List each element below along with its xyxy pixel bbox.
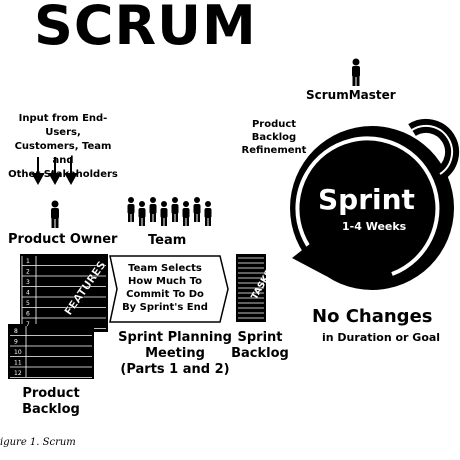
pb-line-1: Product <box>22 386 80 401</box>
spm-line-1: Sprint Planning <box>118 330 232 345</box>
scrummaster-label: ScrumMaster <box>306 88 396 102</box>
sb-line-1: Sprint <box>237 330 283 345</box>
commit-line-1: Team Selects <box>128 263 202 274</box>
spm-line-3: (Parts 1 and 2) <box>120 362 230 377</box>
pb-line-2: Backlog <box>22 402 80 417</box>
sprint-planning-label: Sprint Planning Meeting (Parts 1 and 2) <box>110 330 240 378</box>
refinement-line-1: Product <box>251 119 297 130</box>
team-member-icon <box>160 201 168 226</box>
commit-line-2: How Much To <box>128 276 202 287</box>
input-line-2: Customers, Team and <box>14 141 112 166</box>
product-owner-person-icon <box>51 200 59 228</box>
sprint-duration: 1-4 Weeks <box>342 220 407 233</box>
input-line-3: Other Stakeholders <box>8 169 118 180</box>
no-changes-subtitle: in Duration or Goal <box>322 331 441 344</box>
commit-line-4: By Sprint's End <box>122 302 208 313</box>
product-backlog-label: Product Backlog <box>10 386 92 418</box>
team-member-icon <box>193 197 201 222</box>
product-owner-label: Product Owner <box>8 232 118 247</box>
team-member-icon <box>138 201 146 226</box>
team-people-icons <box>127 197 212 226</box>
figure-caption: igure 1. Scrum <box>0 437 76 448</box>
spm-line-2: Meeting <box>145 346 205 361</box>
team-member-icon <box>171 197 179 222</box>
sprint-backlog-label: Sprint Backlog <box>230 330 290 362</box>
refinement-line-3: Refinement <box>241 145 307 156</box>
team-member-icon <box>149 197 157 222</box>
sprint-backlog-stack <box>236 254 266 322</box>
page-title: SCRUM <box>34 0 257 57</box>
sb-line-2: Backlog <box>231 346 289 361</box>
team-label: Team <box>148 233 187 248</box>
refinement-line-2: Backlog <box>251 132 297 143</box>
scrummaster-person-icon <box>352 58 360 86</box>
team-member-icon <box>127 197 135 222</box>
stakeholder-input-text: Input from End-Users, Customers, Team an… <box>4 112 122 182</box>
sprint-planning-arrow-box <box>109 255 229 323</box>
team-member-icon <box>182 201 190 226</box>
team-member-icon <box>204 201 212 226</box>
commit-text: Team Selects How Much To Commit To Do By… <box>114 262 216 314</box>
input-arrows <box>31 157 78 186</box>
no-changes-title: No Changes <box>312 306 433 327</box>
sprint-cycle <box>290 118 460 290</box>
input-line-1: Input from End-Users, <box>18 113 108 138</box>
product-backlog-stack <box>8 254 108 379</box>
backlog-refinement-label: Product Backlog Refinement <box>236 118 312 157</box>
sprint-title: Sprint <box>318 183 415 216</box>
commit-line-3: Commit To Do <box>126 289 204 300</box>
